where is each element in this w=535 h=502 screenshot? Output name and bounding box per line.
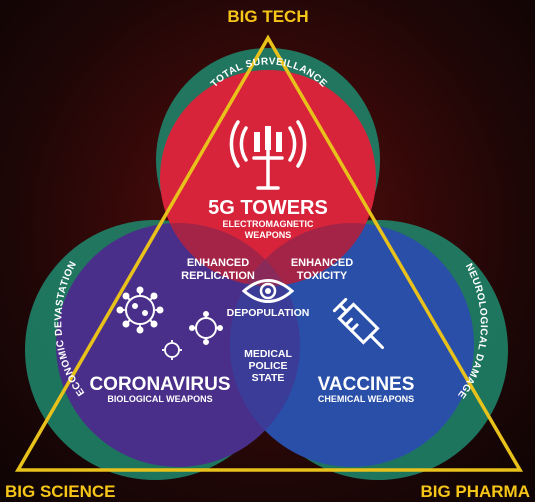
cell-tower-icon: [229, 120, 307, 190]
overlap-tr-line1: ENHANCED: [291, 257, 353, 269]
overlap-lr-line3: STATE: [252, 372, 285, 384]
overlap-tr-line2: TOXICITY: [297, 270, 348, 282]
overlap-lr-line2: POLICE: [248, 360, 287, 372]
virus-icon-small: [189, 311, 223, 345]
eye-icon: [241, 279, 295, 303]
virus-icon-tiny: [162, 340, 182, 360]
corner-label-top: BIG TECH: [227, 7, 308, 26]
title-5g: 5G TOWERS: [208, 197, 328, 219]
syringe-icon: [332, 297, 385, 350]
sub-5g-1: ELECTROMAGNETIC: [223, 219, 314, 229]
triangle: [14, 34, 524, 472]
overlap-tl-line2: REPLICATION: [181, 270, 255, 282]
title-vaccines: VACCINES: [318, 374, 415, 395]
overlap-tl-line1: ENHANCED: [187, 257, 249, 269]
corner-label-left: BIG SCIENCE: [5, 482, 116, 501]
virus-icon: [116, 286, 164, 334]
corner-label-right: BIG PHARMA: [420, 482, 530, 501]
center-label: DEPOPULATION: [227, 307, 310, 319]
title-coronavirus: CORONAVIRUS: [89, 374, 230, 395]
overlap-lr-line1: MEDICAL: [244, 348, 292, 360]
sub-5g-2: WEAPONS: [245, 230, 292, 240]
sub-vaccines: CHEMICAL WEAPONS: [318, 394, 414, 404]
sub-coronavirus: BIOLOGICAL WEAPONS: [107, 394, 212, 404]
